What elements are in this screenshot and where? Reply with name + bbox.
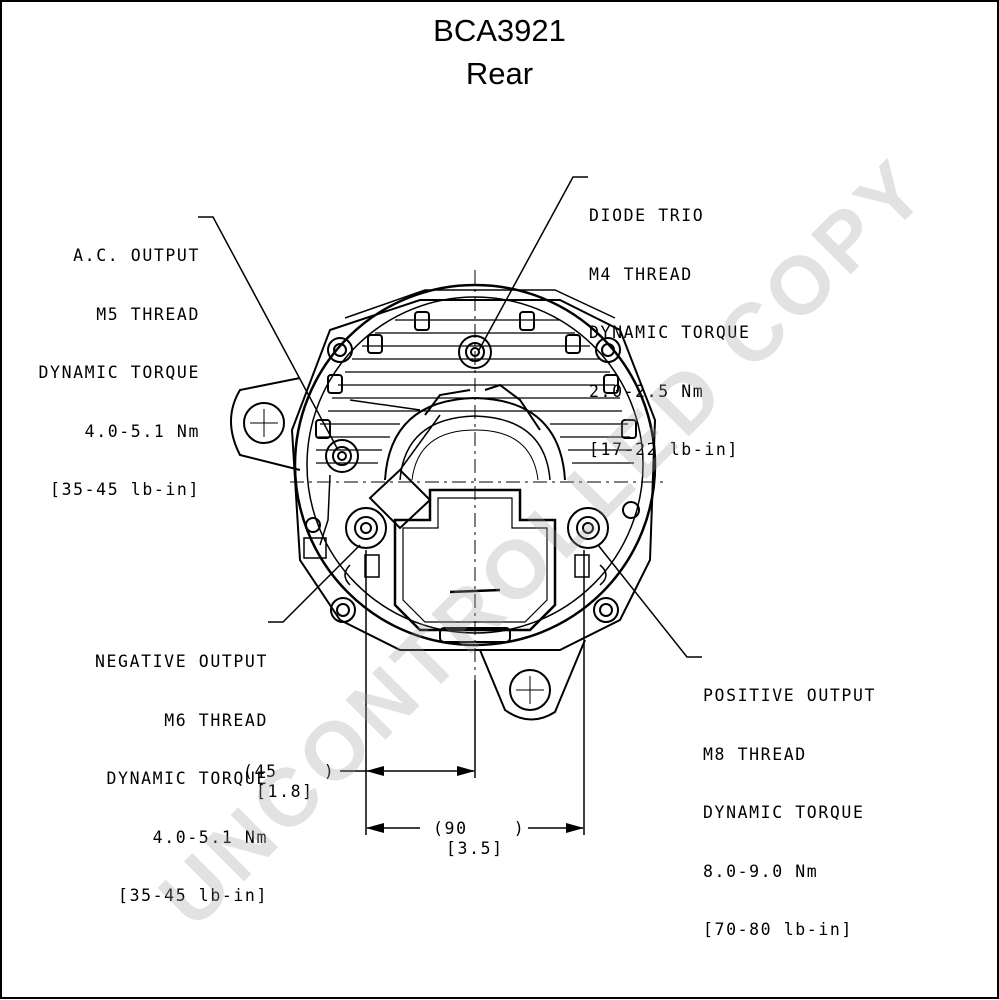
- callout-line: 2.0-2.5 Nm: [589, 381, 705, 401]
- diode-trio-callout: DIODE TRIO M4 THREAD DYNAMIC TORQUE 2.0-…: [589, 167, 750, 479]
- callout-line: DYNAMIC TORQUE: [38, 363, 200, 382]
- dimension-45-in: [1.8]: [256, 782, 314, 801]
- mount-hole-left: [243, 402, 285, 444]
- mounting-ear-left: [230, 377, 301, 471]
- callout-line: [70-80 lb-in]: [703, 920, 853, 939]
- view-title: Rear: [465, 56, 534, 91]
- callout-line: M4 THREAD: [589, 264, 693, 284]
- callout-line: 8.0-9.0 Nm: [703, 861, 819, 881]
- negative-output-terminal: [345, 507, 387, 549]
- callout-line: DYNAMIC TORQUE: [589, 323, 751, 342]
- callout-line: DIODE TRIO: [589, 206, 705, 225]
- dimension-45-mm: (45 ): [243, 762, 336, 781]
- callout-line: 4.0-5.1 Nm: [84, 421, 200, 441]
- callout-line: A.C. OUTPUT: [73, 246, 200, 265]
- ac-output-leader: [198, 216, 338, 449]
- negative-output-leader: [268, 544, 361, 623]
- ac-output-terminal: [325, 439, 359, 473]
- end-frame-circle: [293, 283, 657, 647]
- housing-outline: [290, 299, 657, 651]
- callout-line: NEGATIVE OUTPUT: [94, 652, 268, 671]
- callout-line: 4.0-5.1 Nm: [152, 827, 268, 847]
- positive-output-callout: POSITIVE OUTPUT M8 THREAD DYNAMIC TORQUE…: [703, 647, 876, 959]
- callout-line: DYNAMIC TORQUE: [703, 803, 865, 822]
- callout-line: [35-45 lb-in]: [118, 886, 268, 905]
- callout-line: [17-22 lb-in]: [589, 440, 739, 459]
- part-number-title: BCA3921: [433, 13, 566, 48]
- negative-output-callout: NEGATIVE OUTPUT M6 THREAD DYNAMIC TORQUE…: [40, 613, 268, 925]
- diode-trio-leader: [478, 176, 588, 351]
- callout-line: DYNAMIC TORQUE: [106, 769, 268, 788]
- callout-line: M5 THREAD: [96, 304, 200, 324]
- dimension-90-in: [3.5]: [446, 839, 504, 858]
- mounting-ear-bottom: [479, 639, 586, 721]
- positive-output-terminal: [567, 507, 609, 549]
- callout-line: M8 THREAD: [703, 744, 807, 764]
- callout-line: M6 THREAD: [164, 710, 268, 730]
- ac-output-callout: A.C. OUTPUT M5 THREAD DYNAMIC TORQUE 4.0…: [10, 207, 200, 519]
- dimension-90-mm: (90 ): [433, 819, 526, 838]
- callout-line: POSITIVE OUTPUT: [703, 686, 877, 705]
- positive-output-leader: [597, 544, 702, 658]
- mount-hole-bottom: [509, 669, 551, 711]
- callout-line: [35-45 lb-in]: [50, 480, 200, 499]
